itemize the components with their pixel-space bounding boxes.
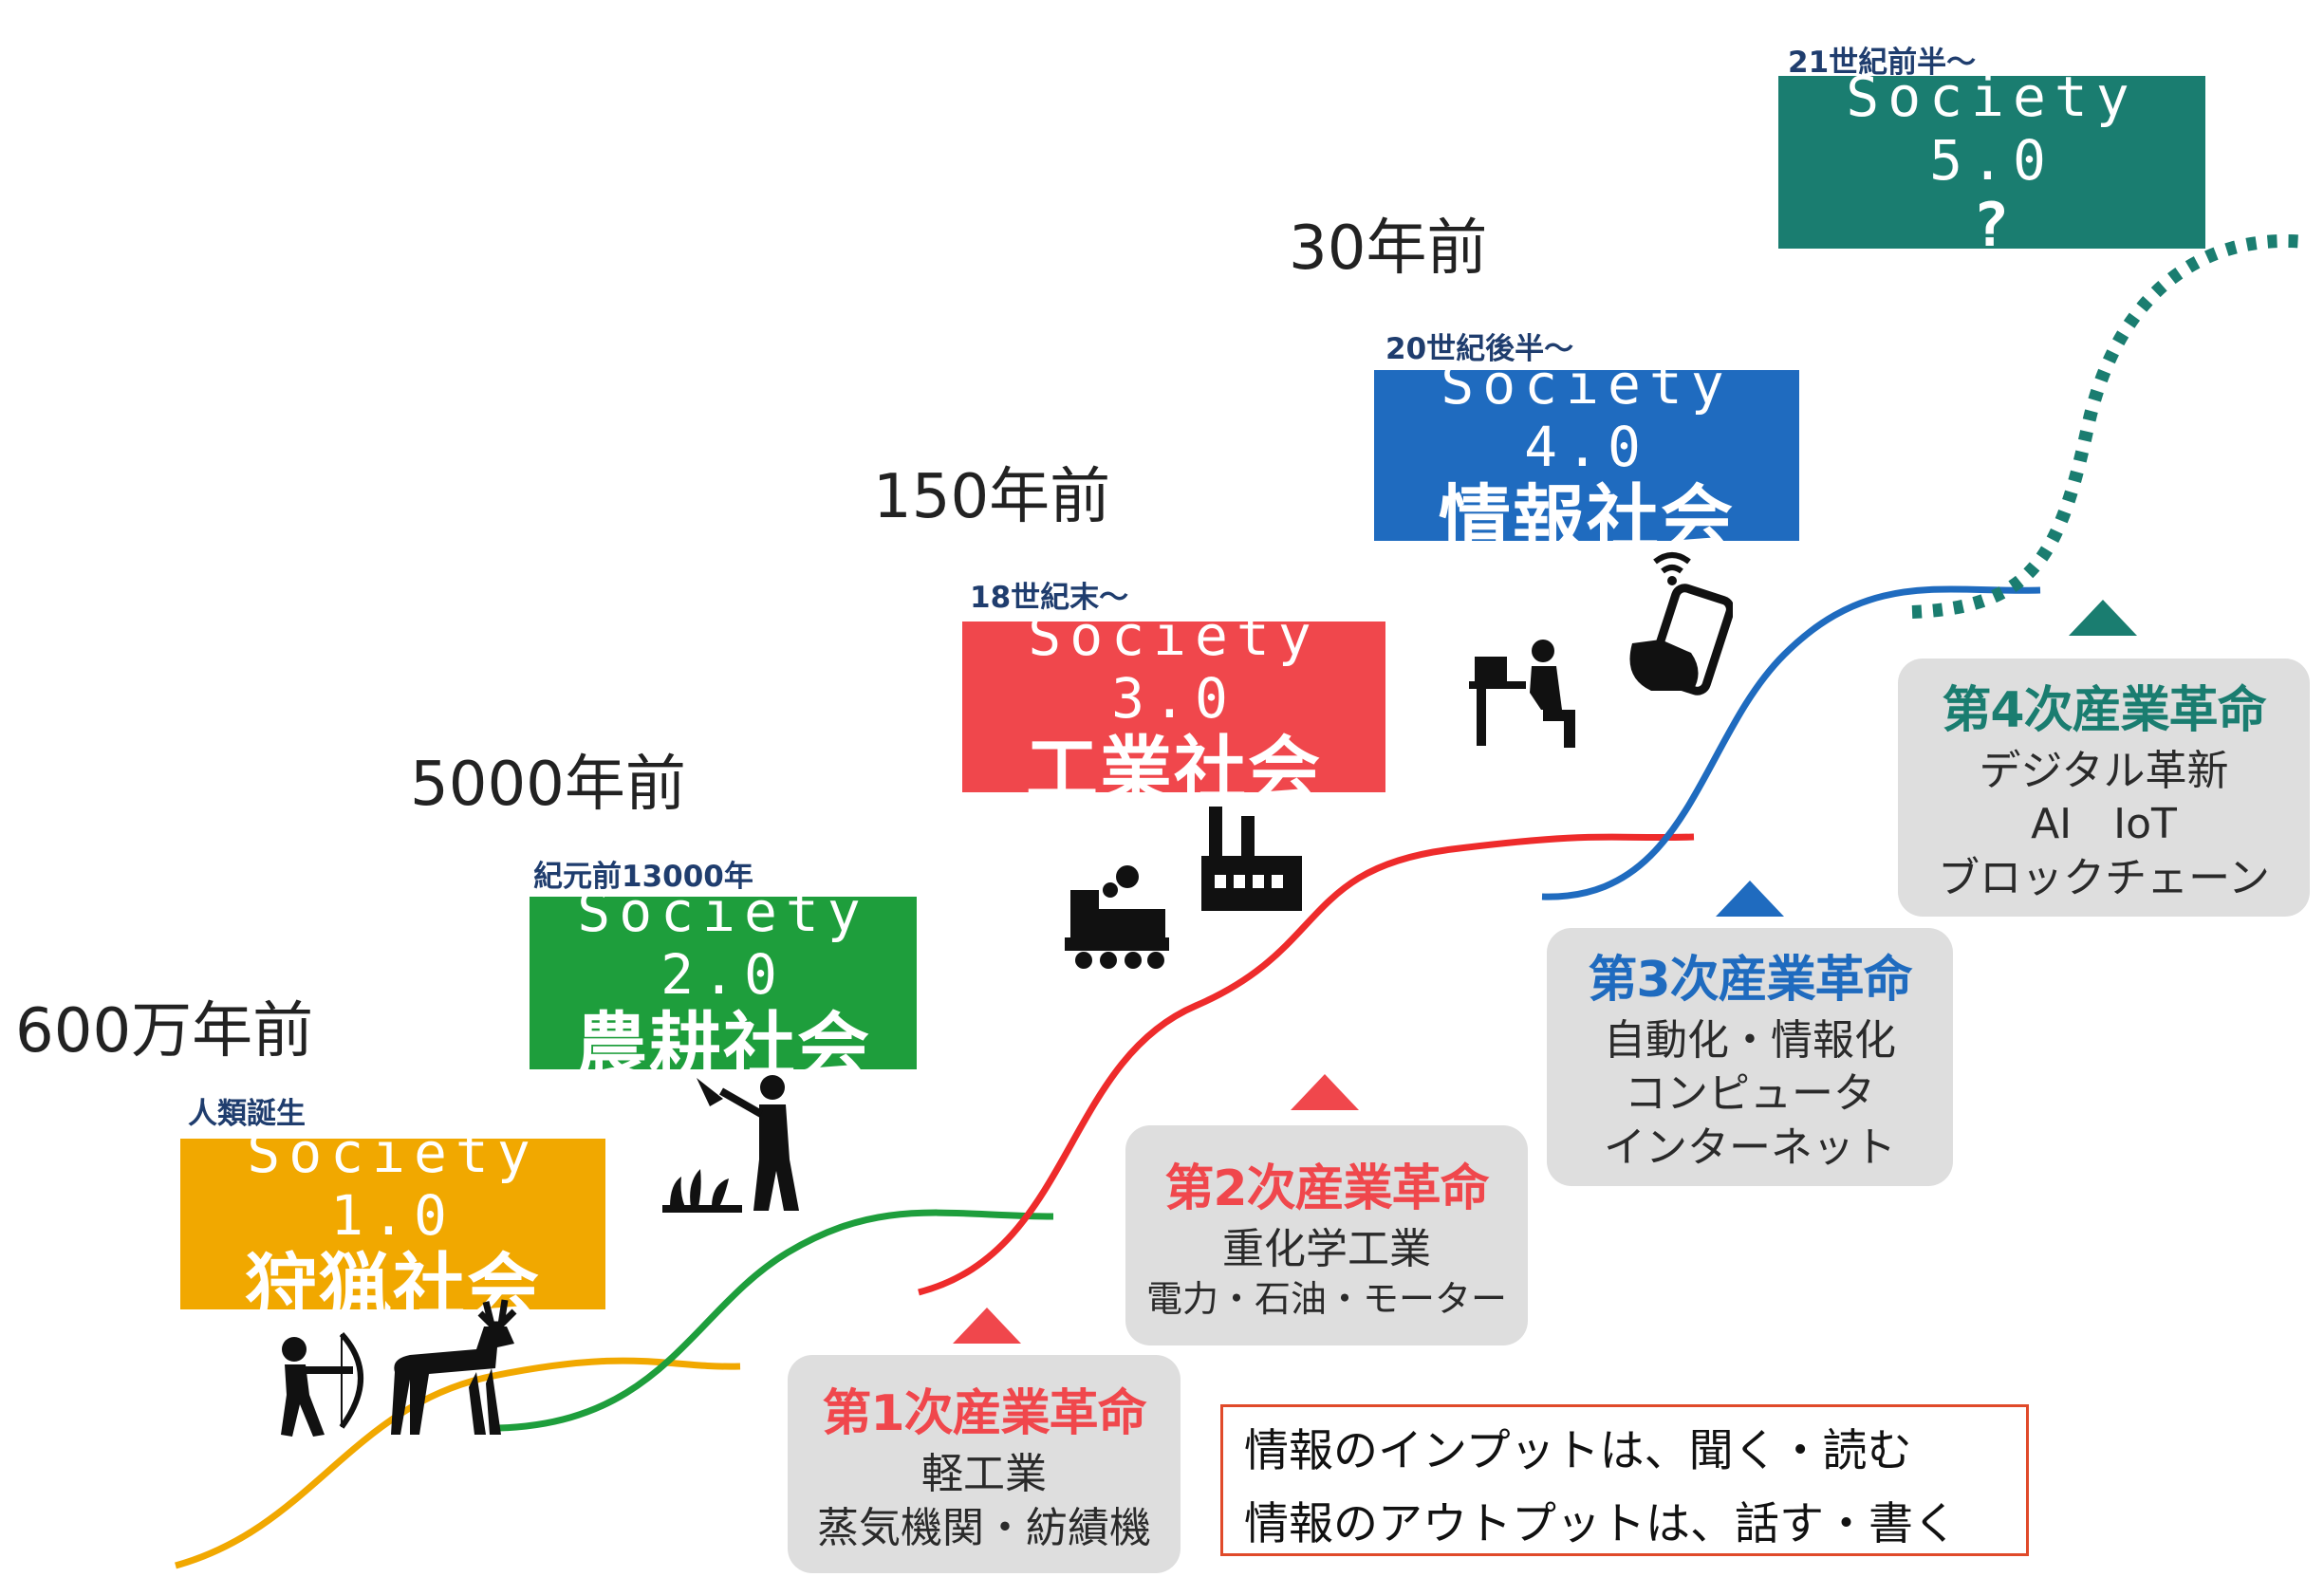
era-label-1: 人類誕生 xyxy=(188,1097,306,1131)
revolution-4-line-3: ブロックチェーン xyxy=(1938,853,2270,902)
revolution-3-title: 第3次産業革命 xyxy=(1588,952,1912,1010)
office-worker-icon xyxy=(1469,640,1575,748)
revolution-1-title: 第1次産業革命 xyxy=(822,1385,1146,1443)
revolution-3-line-3: インターネット xyxy=(1604,1122,1896,1172)
society-5-name: ? xyxy=(1972,190,2012,261)
revolution-1-marker xyxy=(953,1308,1021,1344)
time-label-600man: 600万年前 xyxy=(15,996,314,1067)
note-line-2: 情報のアウトプットは、話す・書く xyxy=(1244,1498,1958,1550)
time-label-30: 30年前 xyxy=(1289,213,1488,284)
curve-society-3 xyxy=(918,833,1695,1296)
society-5-box: Society 5.0 ? xyxy=(1778,65,2205,259)
society-2-name: 農耕社会 xyxy=(575,1003,871,1088)
curve-society-5 xyxy=(1911,234,2307,619)
revolution-2-box: 第2次産業革命 重化学工業 電力・石油・モーター xyxy=(1125,1125,1528,1345)
revolution-4-line-2: AI IoT xyxy=(2031,800,2177,849)
curve-society-2 xyxy=(497,1209,1054,1432)
society-3-name: 工業社会 xyxy=(1026,727,1322,812)
deer-icon xyxy=(391,1299,517,1435)
note-box: 情報のインプットは、聞く・読む 情報のアウトプットは、話す・書く xyxy=(1220,1404,2029,1556)
society-3-box: Society 3.0 工業社会 xyxy=(962,603,1385,809)
revolution-3-box: 第3次産業革命 自動化・情報化 コンピュータ インターネット xyxy=(1547,928,1953,1186)
revolution-2-line-2: 電力・石油・モーター xyxy=(1145,1278,1507,1321)
revolution-3-line-1: 自動化・情報化 xyxy=(1604,1016,1896,1066)
society-3-version: Society 3.0 xyxy=(1028,603,1320,732)
archer-icon xyxy=(281,1331,363,1437)
smartphone-icon xyxy=(1629,552,1733,696)
society-2-box: Society 2.0 農耕社会 xyxy=(530,880,917,1085)
time-label-5000: 5000年前 xyxy=(410,750,686,820)
society-2-version: Society 2.0 xyxy=(577,879,869,1008)
revolution-1-line-2: 蒸気機関・紡績機 xyxy=(817,1503,1151,1552)
revolution-1-box: 第1次産業革命 軽工業 蒸気機関・紡績機 xyxy=(788,1355,1181,1573)
society-4-name: 情報社会 xyxy=(1439,475,1735,561)
revolution-2-line-1: 重化学工業 xyxy=(1222,1225,1431,1274)
locomotive-icon xyxy=(1065,865,1169,969)
revolution-2-marker xyxy=(1291,1074,1359,1110)
era-label-3: 18世紀末～ xyxy=(970,581,1129,615)
farmer-hoe-icon xyxy=(697,1075,799,1211)
note-line-1: 情報のインプットは、聞く・読む xyxy=(1244,1425,1912,1477)
revolution-4-marker xyxy=(2069,600,2137,636)
revolution-3-line-2: コンピュータ xyxy=(1625,1069,1875,1119)
era-label-4: 20世紀後半～ xyxy=(1385,332,1574,366)
society-5-version: Society 5.0 xyxy=(1846,65,2138,193)
society-1-box: Society 1.0 狩猟社会 xyxy=(180,1121,605,1327)
revolution-2-title: 第2次産業革命 xyxy=(1164,1160,1489,1218)
era-label-2: 紀元前13000年 xyxy=(533,860,753,894)
revolution-3-marker xyxy=(1716,881,1784,917)
society-1-version: Society 1.0 xyxy=(247,1120,539,1249)
time-label-150: 150年前 xyxy=(873,462,1111,532)
era-label-5: 21世紀前半～ xyxy=(1788,46,1977,80)
revolution-4-box: 第4次産業革命 デジタル革新 AI IoT ブロックチェーン xyxy=(1898,659,2310,917)
plant-icon xyxy=(662,1169,742,1213)
revolution-4-title: 第4次産業革命 xyxy=(1942,682,2266,740)
factory-icon xyxy=(1201,807,1302,911)
society-4-box: Society 4.0 情報社会 xyxy=(1374,352,1799,558)
revolution-1-line-1: 軽工業 xyxy=(921,1450,1047,1499)
revolution-4-line-1: デジタル革新 xyxy=(1979,747,2229,796)
society-4-version: Society 4.0 xyxy=(1441,351,1733,480)
curve-society-4 xyxy=(1541,585,2041,900)
